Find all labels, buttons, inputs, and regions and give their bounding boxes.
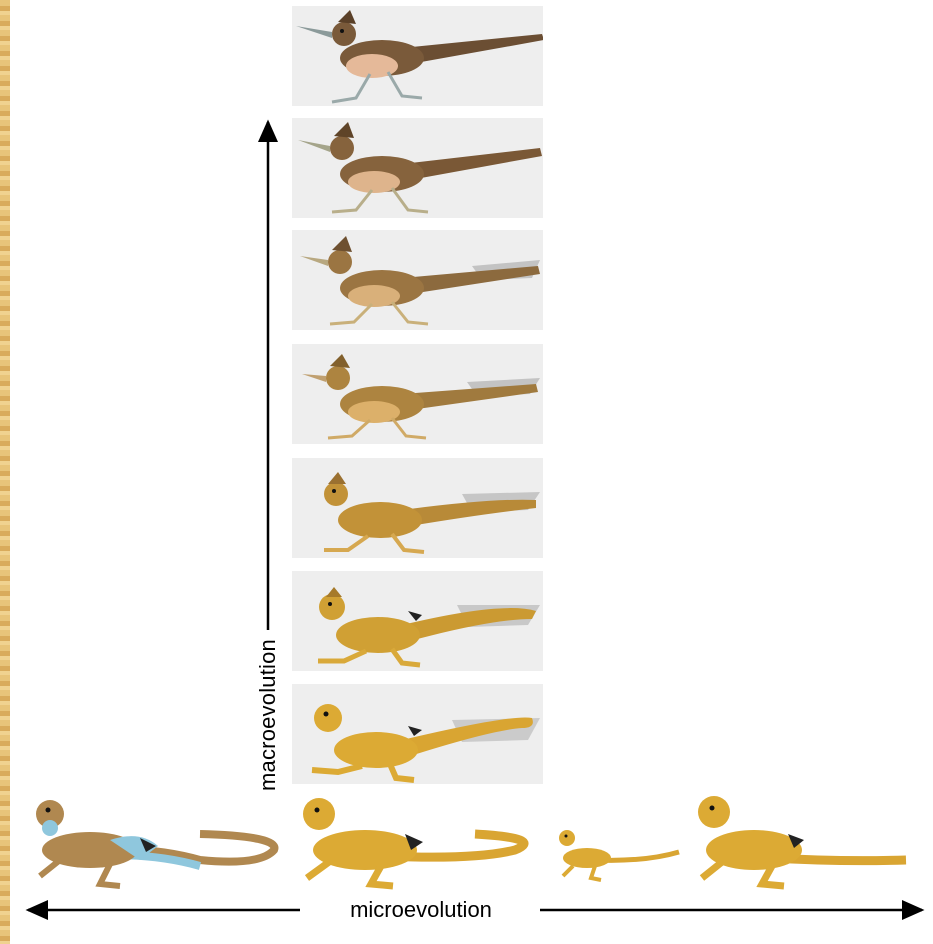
lizard-illustration bbox=[692, 790, 912, 890]
lizard-illustration bbox=[295, 790, 545, 890]
lizard-variant-large bbox=[295, 790, 545, 890]
lizard-transition-illustration bbox=[292, 571, 543, 671]
lizard-illustration bbox=[292, 684, 543, 784]
stage-panel-5 bbox=[292, 230, 543, 330]
stage-panel-roadrunner bbox=[292, 6, 543, 106]
lizard-transition-illustration bbox=[292, 458, 543, 558]
lizard-variant-small bbox=[555, 822, 685, 882]
ancestral-lizard-illustration bbox=[30, 790, 280, 890]
stage-panel-6 bbox=[292, 118, 543, 218]
microevolution-label: microevolution bbox=[340, 897, 502, 923]
stage-panel-2 bbox=[292, 571, 543, 671]
lizard-variant-long-tail bbox=[692, 790, 912, 890]
ancestral-lizard bbox=[30, 790, 280, 890]
bird-transition-illustration bbox=[292, 230, 543, 330]
roadrunner-illustration bbox=[292, 6, 543, 106]
stage-panel-1 bbox=[292, 684, 543, 784]
small-lizard-illustration bbox=[555, 822, 685, 882]
transition-illustration bbox=[292, 344, 543, 444]
stage-panel-3 bbox=[292, 458, 543, 558]
stage-panel-4 bbox=[292, 344, 543, 444]
macroevolution-label: macroevolution bbox=[255, 639, 281, 791]
bird-transition-illustration bbox=[292, 118, 543, 218]
